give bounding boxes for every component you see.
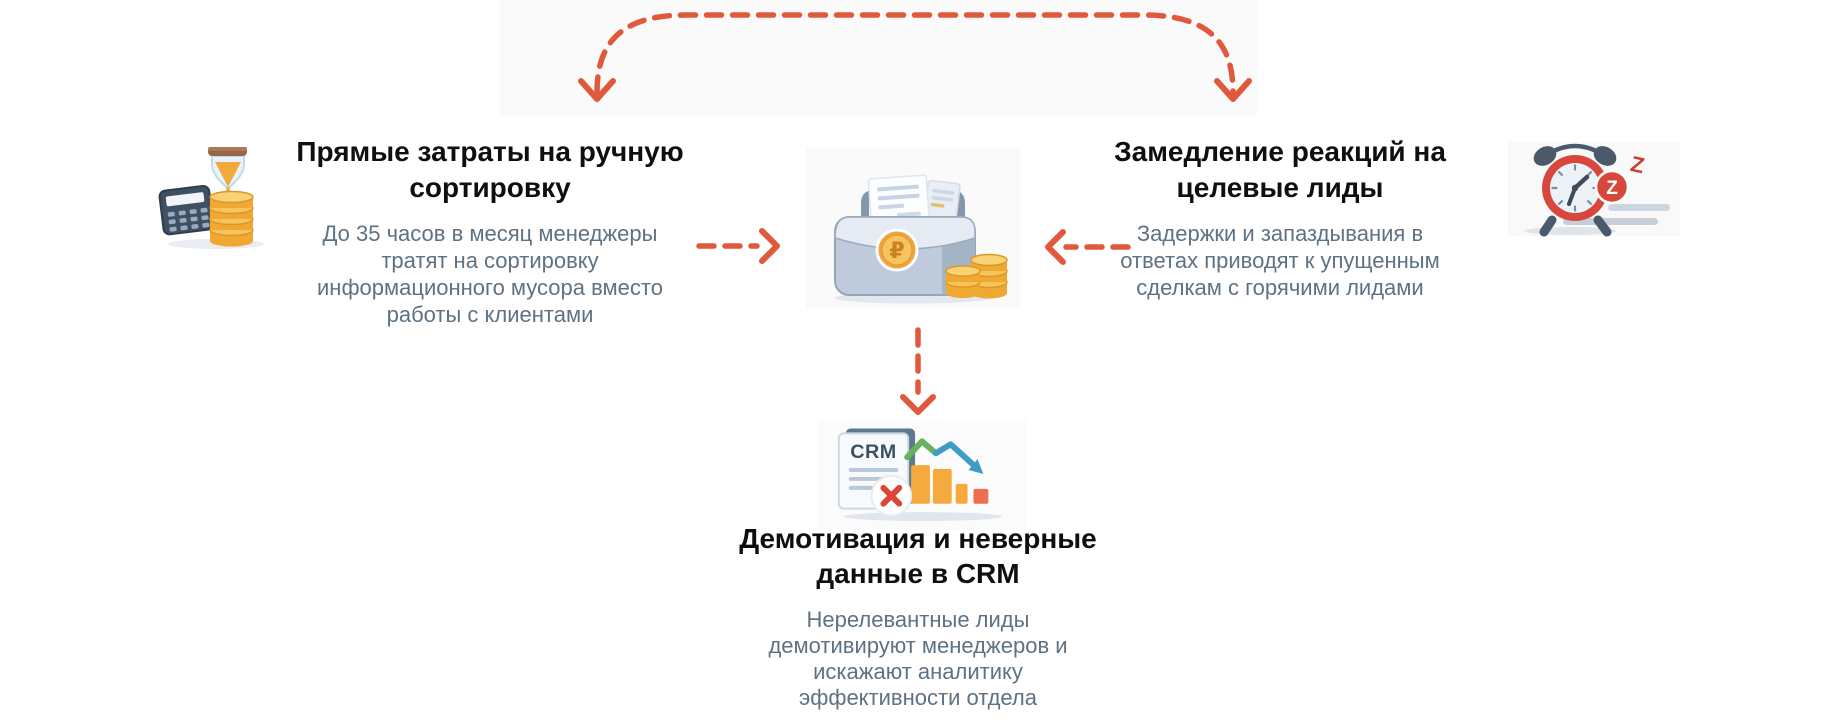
clock-body xyxy=(1542,155,1608,221)
problem-right-title: Замедление реакций на целевые лиды xyxy=(1114,136,1446,203)
snooze-badge: Z xyxy=(1594,169,1630,205)
problem-left-body: До 35 часов в месяц менеджеры тратят на … xyxy=(317,221,663,327)
error-badge xyxy=(870,474,913,517)
crm-label-text: CRM xyxy=(850,441,897,463)
problem-right: Замедление реакций на целевые лиды Задер… xyxy=(1070,134,1490,301)
clock-bells xyxy=(1533,143,1617,166)
problem-bottom-body: Нерелевантные лиды демотивируют менеджер… xyxy=(768,607,1068,710)
snooze-z-letter: Z xyxy=(1606,178,1618,199)
clock-legs xyxy=(1539,215,1612,237)
icon-shadow xyxy=(843,512,1003,522)
crm-declining-chart-icon: CRM xyxy=(824,424,1022,529)
problem-bottom: Демотивация и неверные данные в CRM Нере… xyxy=(708,521,1128,711)
ruble-symbol: ₽ xyxy=(889,239,904,264)
hourglass-calculator-coins-icon xyxy=(158,140,268,255)
problem-left: Прямые затраты на ручную сортировку До 3… xyxy=(280,134,700,328)
declining-trend-arrow xyxy=(904,438,984,474)
sleeping-alarm-clock-icon: Z Z xyxy=(1508,142,1700,243)
coin-stacks xyxy=(945,253,1008,299)
coin-stack xyxy=(209,190,254,247)
problem-bottom-title: Демотивация и неверные данные в CRM xyxy=(739,523,1097,589)
problem-right-body: Задержки и запаздывания в ответах привод… xyxy=(1120,221,1440,300)
briefcase-ruble-coin-icon: ₽ xyxy=(830,172,1015,309)
bar-chart xyxy=(911,465,989,504)
center-to-bottom-arrow xyxy=(900,327,936,415)
problem-left-title: Прямые затраты на ручную сортировку xyxy=(296,136,684,203)
top-arc-background-tile xyxy=(500,0,1257,116)
left-to-center-arrow xyxy=(696,228,780,264)
calculator xyxy=(158,184,215,236)
ruble-coin: ₽ xyxy=(875,228,919,272)
floating-z-letter: Z xyxy=(1628,151,1646,178)
